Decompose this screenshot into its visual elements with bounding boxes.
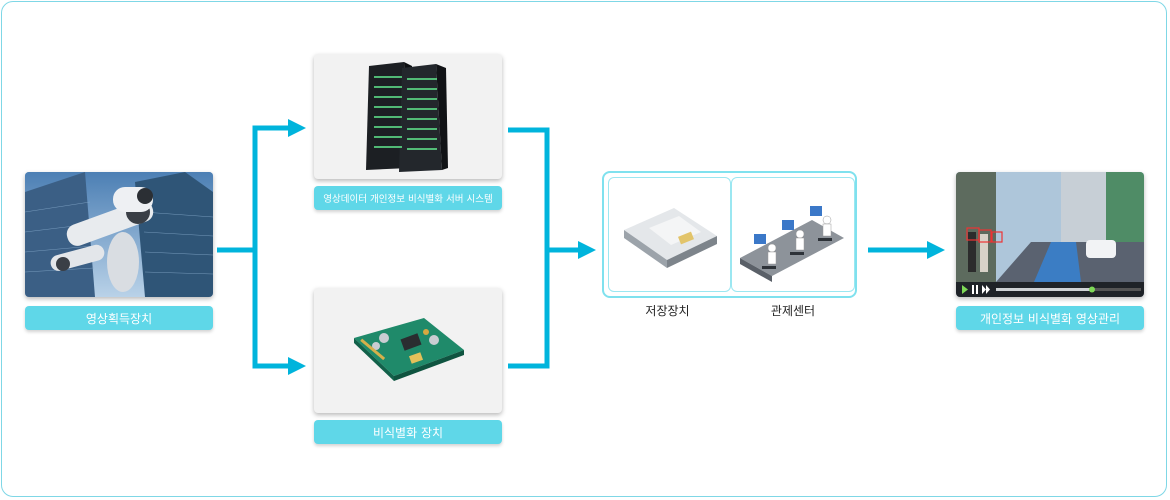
street-video-icon [956,172,1144,297]
play-icon [962,285,968,294]
arrowhead-management [927,241,945,259]
camera-label: 영상획득장치 [25,306,213,330]
arrow-camera-to-device [252,250,290,369]
arrowhead-device [288,357,306,375]
device-label: 비식별화 장치 [314,420,502,444]
storage-caption: 저장장치 [645,304,690,318]
control-box [731,177,855,292]
storage-box [608,177,731,292]
pause-icon [972,285,974,294]
control-caption: 관제센터 [770,304,816,318]
control-room-icon [740,206,844,282]
arrowhead-server [288,119,306,137]
skip-icon [982,285,986,294]
cctv-camera-icon [50,187,154,292]
arrowhead-storage [578,241,596,259]
camera-image [25,172,213,297]
server-label: 영상데이터 개인정보 비식별화 서버 시스템 [314,186,502,210]
storage-control-panel [602,171,857,298]
arrow-merge-bracket [508,127,550,369]
hard-drive-icon [624,208,717,268]
video-progress-knob [1089,286,1095,293]
management-video-image [956,172,1144,297]
management-label: 개인정보 비식별화 영상관리 [956,306,1144,330]
circuit-board-icon [354,318,464,381]
server-rack-icon [366,62,448,172]
device-image [314,288,502,413]
video-progress-fill [996,288,1091,291]
video-controls [962,285,1141,294]
server-image [314,54,502,179]
arrow-camera-to-server [217,125,290,253]
